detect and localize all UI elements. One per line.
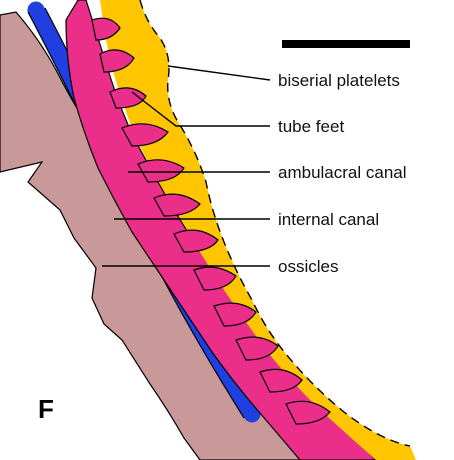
leader-biserial-platelets (168, 66, 270, 80)
scale-bar (282, 40, 410, 48)
label-tube-feet: tube feet (278, 117, 344, 136)
label-ambulacral-canal: ambulacral canal (278, 163, 407, 182)
label-ossicles: ossicles (278, 257, 338, 276)
label-biserial-platelets: biserial platelets (278, 71, 400, 90)
panel-letter: F (38, 394, 54, 424)
label-internal-canal: internal canal (278, 210, 379, 229)
